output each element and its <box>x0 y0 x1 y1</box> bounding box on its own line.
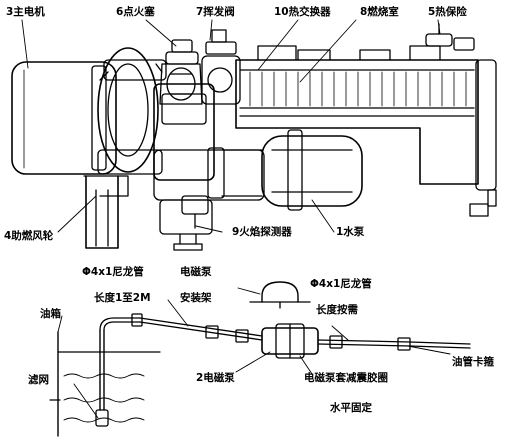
label-pump-bracket-b: 安装架 <box>180 292 212 304</box>
heat-exchanger-fins <box>249 71 467 107</box>
leader-solenoid-pump <box>235 351 271 373</box>
label-tube-right-length: 长度按需 <box>316 304 358 316</box>
leader-damping-ring <box>299 355 313 375</box>
heater-assembly <box>11 23 497 251</box>
label-nylon-tube-right: Φ4x1尼龙管 <box>310 278 372 290</box>
leader-combustion <box>299 19 357 83</box>
label-nylon-tube-left: Φ4x1尼龙管 <box>82 266 144 278</box>
fan-wheel-bracket-shape <box>83 175 129 249</box>
leader-tube-left <box>167 299 189 327</box>
fan-housing-shape <box>97 47 167 175</box>
label-main-motor: 3主电机 <box>6 6 45 18</box>
label-thermal-fuse: 5热保险 <box>428 6 467 18</box>
label-tube-left-length: 长度1至2M <box>94 292 151 304</box>
spark-plug-shape <box>159 39 203 105</box>
central-body-shape <box>153 83 265 251</box>
label-solenoid-pump: 2电磁泵 <box>196 372 235 384</box>
suction-pipe-shape <box>95 317 141 427</box>
tube-connectors <box>131 313 411 351</box>
nylon-tube-line <box>139 317 471 349</box>
label-filter: 滤网 <box>28 374 49 386</box>
label-damping-ring: 电磁泵套减震胶圈 <box>304 372 388 384</box>
leader-main-motor <box>21 19 29 69</box>
label-flame-detector: 9火焰探测器 <box>232 226 292 238</box>
label-heat-exchanger: 10热交换器 <box>274 6 331 18</box>
leader-tube-right <box>331 325 349 341</box>
leader-bracket <box>237 287 261 295</box>
leader-filter <box>73 383 99 419</box>
label-water-pump: 1水泵 <box>336 226 365 238</box>
leader-fan-wheel <box>57 195 97 233</box>
label-horizontal-fix: 水平固定 <box>330 402 372 414</box>
top-pipes-shape <box>257 45 441 61</box>
pump-bracket-shape <box>249 281 311 309</box>
water-pump-shape <box>207 129 363 211</box>
evaporation-valve-shape <box>201 29 241 105</box>
label-evaporation-valve: 7挥发阀 <box>196 6 235 18</box>
flame-detector-shape <box>181 195 209 229</box>
label-pump-bracket-a: 电磁泵 <box>180 266 212 278</box>
leader-thermal-fuse <box>437 19 441 35</box>
label-fan-wheel: 4助燃风轮 <box>4 230 54 242</box>
leader-tank <box>57 315 63 333</box>
fuel-line-diagram <box>49 281 471 437</box>
fuel-tank-shape <box>49 331 161 437</box>
leader-evap-valve <box>209 19 213 41</box>
leader-heat-exchanger <box>257 19 299 71</box>
label-spark-plug: 6点火塞 <box>116 6 155 18</box>
leader-spark-plug <box>145 19 177 47</box>
heat-exchanger-shape <box>235 59 497 217</box>
leader-lines <box>21 19 441 233</box>
label-fuel-tank: 油箱 <box>40 308 61 320</box>
main-motor-shape <box>11 61 117 175</box>
thermal-fuse-shape <box>425 23 475 51</box>
leader-pipe-clamp <box>407 345 451 355</box>
leader-water-pump <box>311 199 335 233</box>
leader-flame-detector <box>195 225 223 233</box>
label-combustion-chamber: 8燃烧室 <box>360 6 399 18</box>
label-pipe-clamp: 油管卡箍 <box>452 356 494 368</box>
fuel-leader-lines <box>57 287 451 419</box>
solenoid-pump-shape <box>261 323 319 359</box>
